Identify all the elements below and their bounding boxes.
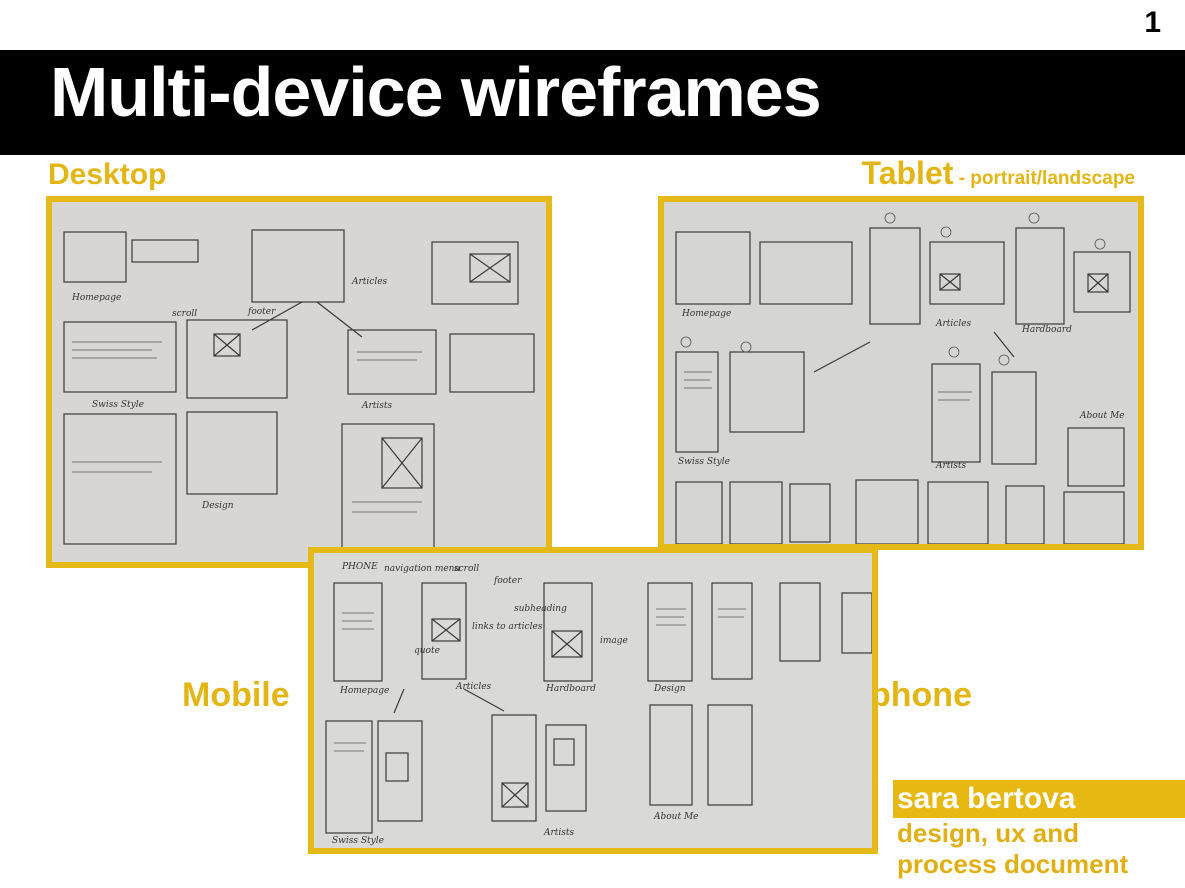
svg-text:Hardboard: Hardboard <box>545 684 596 694</box>
svg-text:scroll: scroll <box>454 564 479 574</box>
tablet-sketch: Homepage Articles Hardboard Swiss Style … <box>675 212 1131 544</box>
mobile-wireframe-photo: PHONE navigation menu scroll footer Home… <box>308 547 878 854</box>
svg-text:Swiss Style: Swiss Style <box>92 400 144 410</box>
credit-line-2: process document <box>897 849 1129 879</box>
desktop-label: Desktop <box>48 158 167 191</box>
credit-line-1: design, ux and <box>897 818 1080 848</box>
mobile-label: Mobile <box>182 676 290 714</box>
tablet-label-sub: - portrait/landscape <box>953 168 1135 189</box>
svg-text:navigation menu: navigation menu <box>384 564 460 574</box>
tablet-label: Tablet - portrait/landscape <box>862 155 1135 192</box>
svg-text:Articles: Articles <box>455 682 492 692</box>
tablet-wireframe-photo: Homepage Articles Hardboard Swiss Style … <box>658 196 1144 550</box>
svg-text:About Me: About Me <box>653 812 699 822</box>
svg-text:Artists: Artists <box>361 401 393 411</box>
author-credit: sara bertova design, ux and process docu… <box>893 780 1185 880</box>
svg-text:Artists: Artists <box>935 461 967 471</box>
svg-text:Swiss Style: Swiss Style <box>678 457 730 467</box>
mobile-sketch: PHONE navigation menu scroll footer Home… <box>325 562 872 846</box>
svg-text:scroll: scroll <box>172 309 197 319</box>
title-bar: Multi-device wireframes <box>0 50 1185 155</box>
svg-text:Design: Design <box>653 684 686 694</box>
svg-text:Homepage: Homepage <box>681 309 731 319</box>
svg-text:footer: footer <box>247 307 276 317</box>
svg-text:image: image <box>600 636 628 646</box>
svg-text:links to articles: links to articles <box>472 622 543 632</box>
phone-label: phone <box>870 676 972 714</box>
svg-text:subheading: subheading <box>514 604 567 614</box>
svg-text:quote: quote <box>414 646 440 656</box>
tablet-label-main: Tablet <box>861 155 954 191</box>
svg-text:Design: Design <box>201 501 234 511</box>
svg-text:Homepage: Homepage <box>71 293 121 303</box>
svg-text:Articles: Articles <box>351 277 388 287</box>
svg-text:Articles: Articles <box>935 319 972 329</box>
svg-text:footer: footer <box>493 576 522 586</box>
svg-text:Hardboard: Hardboard <box>1021 325 1072 335</box>
page-number: 1 <box>1144 6 1161 39</box>
svg-text:About Me: About Me <box>1079 411 1125 421</box>
svg-text:Artists: Artists <box>543 828 575 838</box>
svg-text:Homepage: Homepage <box>339 686 389 696</box>
page-title: Multi-device wireframes <box>50 53 822 131</box>
desktop-sketch: Homepage footer Articles Swiss Style Art… <box>63 229 535 557</box>
author-name: sara bertova <box>893 780 1185 818</box>
desktop-wireframe-photo: Homepage footer Articles Swiss Style Art… <box>46 196 552 568</box>
svg-text:PHONE: PHONE <box>341 562 378 572</box>
svg-text:Swiss Style: Swiss Style <box>332 836 384 846</box>
